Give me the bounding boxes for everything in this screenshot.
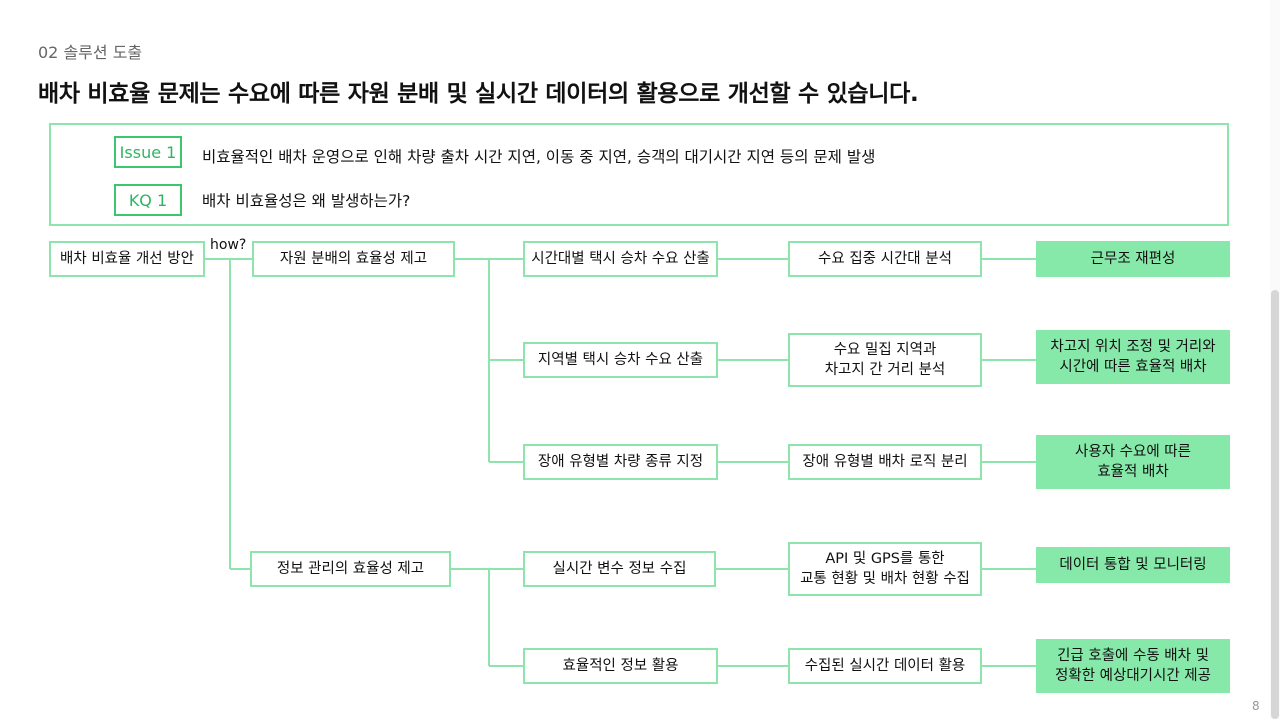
issue-panel: Issue 1 비효율적인 배차 운영으로 인해 차량 출차 시간 지연, 이동… <box>49 123 1229 226</box>
analysis-node: 수요 집중 시간대 분석 <box>788 241 982 277</box>
branch-resource-distribution: 자원 분배의 효율성 제고 <box>252 241 455 277</box>
page-number: 8 <box>1252 699 1260 713</box>
analysis-node: 장애 유형별 배차 로직 분리 <box>788 444 982 480</box>
result-node: 차고지 위치 조정 및 거리와 시간에 따른 효율적 배차 <box>1036 330 1230 384</box>
page-title: 배차 비효율 문제는 수요에 따른 자원 분배 및 실시간 데이터의 활용으로 … <box>38 81 919 107</box>
task-node: 실시간 변수 정보 수집 <box>523 551 716 587</box>
section-label: 02 솔루션 도출 <box>38 43 143 62</box>
analysis-node: 수요 밀집 지역과 차고지 간 거리 분석 <box>788 333 982 387</box>
how-label: how? <box>210 237 247 253</box>
task-node: 효율적인 정보 활용 <box>523 648 718 684</box>
task-node: 시간대별 택시 승차 수요 산출 <box>523 241 718 277</box>
result-node: 데이터 통합 및 모니터링 <box>1036 547 1230 583</box>
branch-information-management: 정보 관리의 효율성 제고 <box>250 551 451 587</box>
scrollbar-thumb[interactable] <box>1271 290 1279 719</box>
task-node: 장애 유형별 차량 종류 지정 <box>523 444 718 480</box>
kq-tag: KQ 1 <box>114 184 182 216</box>
analysis-node: API 및 GPS를 통한 교통 현황 및 배차 현황 수집 <box>788 542 982 596</box>
issue-tag: Issue 1 <box>114 136 182 168</box>
root-node: 배차 비효율 개선 방안 <box>49 241 205 277</box>
kq-text: 배차 비효율성은 왜 발생하는가? <box>202 192 411 210</box>
result-node: 긴급 호출에 수동 배차 및 정확한 예상대기시간 제공 <box>1036 639 1230 693</box>
issue-text: 비효율적인 배차 운영으로 인해 차량 출차 시간 지연, 이동 중 지연, 승… <box>202 148 876 166</box>
result-node: 근무조 재편성 <box>1036 241 1230 277</box>
result-node: 사용자 수요에 따른 효율적 배차 <box>1036 435 1230 489</box>
task-node: 지역별 택시 승차 수요 산출 <box>523 342 718 378</box>
analysis-node: 수집된 실시간 데이터 활용 <box>788 648 982 684</box>
